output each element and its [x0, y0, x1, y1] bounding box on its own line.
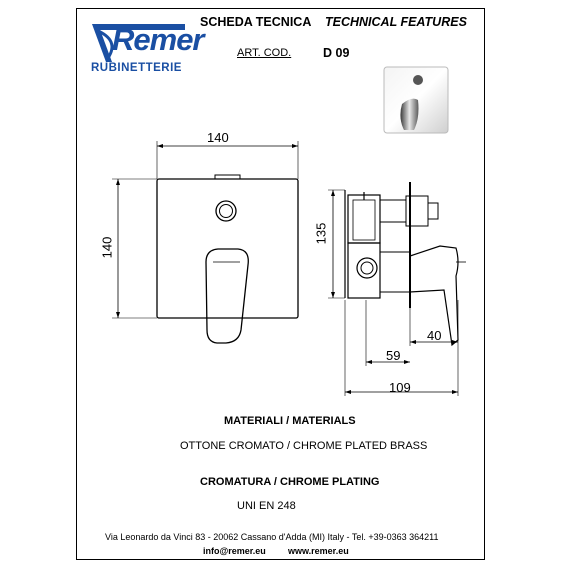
company-website[interactable]: www.remer.eu [288, 546, 349, 556]
dim-depth-a: 40 [427, 328, 442, 343]
contact-email[interactable]: info@remer.eu [203, 546, 266, 556]
materials-value: OTTONE CROMATO / CHROME PLATED BRASS [180, 440, 428, 452]
plating-value: UNI EN 248 [237, 500, 296, 512]
logo-subtitle: RUBINETTERIE [91, 62, 182, 74]
dim-depth-b: 59 [386, 348, 401, 363]
title-italian: SCHEDA TECNICA [200, 15, 312, 29]
plating-title: CROMATURA / CHROME PLATING [200, 476, 380, 488]
art-code-value: D 09 [323, 46, 350, 60]
dim-depth-c: 109 [389, 380, 411, 395]
logo-wordmark: Remer [112, 22, 204, 57]
dim-front-width: 140 [207, 130, 229, 145]
materials-title: MATERIALI / MATERIALS [224, 415, 356, 427]
company-address: Via Leonardo da Vinci 83 - 20062 Cassano… [105, 532, 439, 542]
dim-front-height: 140 [99, 236, 115, 259]
title-english: TECHNICAL FEATURES [325, 15, 467, 29]
art-code-label: ART. COD. [237, 47, 292, 59]
dim-side-height: 135 [313, 222, 329, 245]
